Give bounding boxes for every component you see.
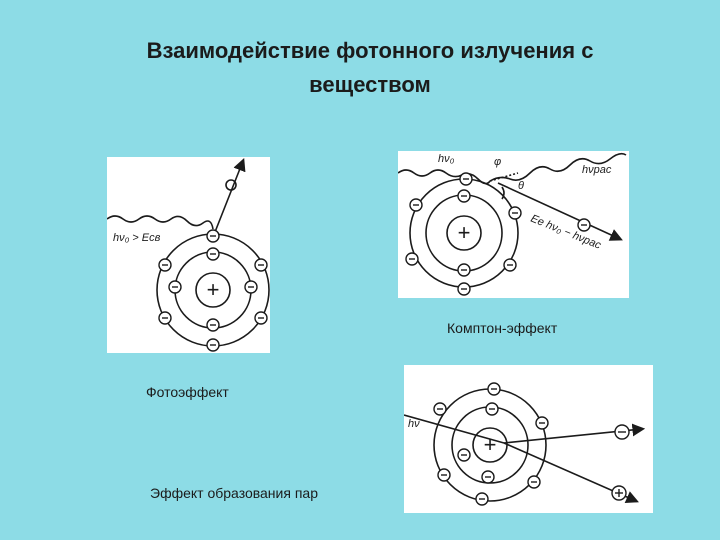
photoeffect-diagram: + hν₀ > Eсв: [107, 157, 270, 353]
incident-photon-track: [404, 414, 505, 444]
nucleus-plus: +: [458, 220, 471, 245]
slide-title: Взаимодействие фотонного излучения с вещ…: [60, 34, 680, 102]
slide-title-line-2: веществом: [309, 72, 431, 97]
incident-photon-wave: [107, 215, 214, 230]
scattered-photon-wave: [489, 152, 627, 182]
incident-photon-wave: [398, 169, 491, 185]
theta-arc: [501, 186, 505, 200]
slide-title-line-1: Взаимодействие фотонного излучения с: [146, 38, 594, 63]
caption-photoeffect: Фотоэффект: [146, 384, 229, 400]
photon-energy-label: hν₀ > Eсв: [113, 232, 161, 244]
nucleus: [446, 215, 482, 251]
nucleus-plus: +: [484, 432, 497, 457]
nucleus-plus: +: [207, 277, 220, 302]
pair-production-diagram: + hν: [404, 365, 653, 513]
recoil-electron-track: [497, 182, 623, 241]
caption-compton: Комптон-эффект: [447, 320, 558, 336]
incident-photon-label: hν₀: [438, 153, 455, 165]
nucleus: [195, 272, 231, 308]
ejected-electron: [225, 179, 237, 191]
theta-label: θ: [518, 180, 524, 192]
caption-pair-production: Эффект образования пар: [150, 485, 318, 501]
electron-energy-label: Eе hν₀ − hνрас: [529, 213, 603, 252]
photon-label: hν: [408, 418, 420, 430]
scattered-photon-label: hνрас: [582, 164, 612, 176]
phi-label: φ: [494, 156, 501, 168]
photoelectron-track: [214, 158, 246, 233]
compton-diagram: + hν₀ φ hνрас θ Eе hν₀ − hνрас: [398, 151, 629, 298]
